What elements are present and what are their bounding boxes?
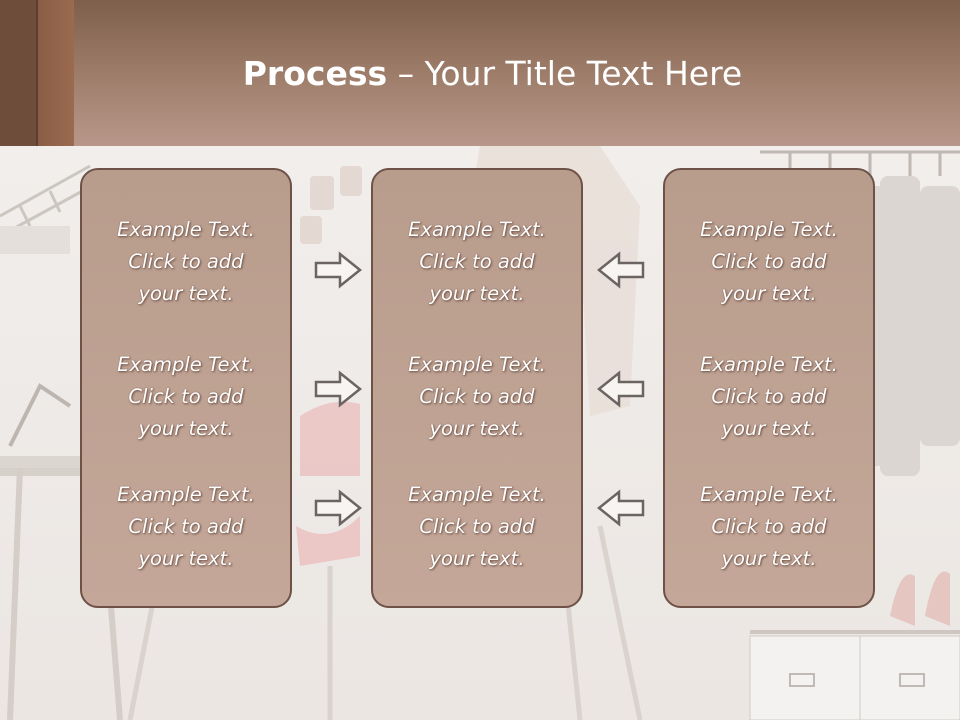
text-line: your text. [721,547,817,570]
text-line: Click to add [711,250,827,273]
panel-text-block[interactable]: Example Text. Click to add your text. [665,349,873,445]
text-line: Click to add [711,385,827,408]
text-line: your text. [721,417,817,440]
arrow-left-icon [596,370,645,408]
panel-text-block[interactable]: Example Text. Click to add your text. [373,479,581,575]
title-rest: Your Title Text Here [424,54,743,93]
text-line: Example Text. [408,353,546,376]
header-accent-stripe [0,0,74,146]
panel-text-block[interactable]: Example Text. Click to add your text. [665,214,873,310]
text-line: Example Text. [117,353,255,376]
text-line: Example Text. [700,218,838,241]
arrow-right-icon [314,370,363,408]
arrow-left-icon [596,251,645,289]
process-panel-left[interactable]: Example Text. Click to add your text. Ex… [80,168,292,608]
text-line: your text. [429,282,525,305]
text-line: Example Text. [700,483,838,506]
process-panel-center[interactable]: Example Text. Click to add your text. Ex… [371,168,583,608]
panel-text-block[interactable]: Example Text. Click to add your text. [665,479,873,575]
text-line: your text. [429,417,525,440]
text-line: Click to add [419,250,535,273]
text-line: Example Text. [408,483,546,506]
arrow-left-icon [596,489,645,527]
text-line: Example Text. [408,218,546,241]
panel-text-block[interactable]: Example Text. Click to add your text. [82,479,290,575]
text-line: your text. [138,282,234,305]
text-line: Click to add [128,515,244,538]
text-line: Click to add [711,515,827,538]
text-line: your text. [138,417,234,440]
text-line: Example Text. [117,483,255,506]
panel-text-block[interactable]: Example Text. Click to add your text. [82,349,290,445]
text-line: Click to add [128,250,244,273]
text-line: Example Text. [117,218,255,241]
text-line: your text. [138,547,234,570]
title-band [0,0,960,146]
text-line: your text. [429,547,525,570]
text-line: your text. [721,282,817,305]
panel-text-block[interactable]: Example Text. Click to add your text. [373,349,581,445]
title-bold: Process [242,54,388,93]
text-line: Click to add [419,515,535,538]
text-line: Example Text. [700,353,838,376]
title-dash: – [387,54,425,93]
text-line: Click to add [128,385,244,408]
process-panel-right[interactable]: Example Text. Click to add your text. Ex… [663,168,875,608]
panel-text-block[interactable]: Example Text. Click to add your text. [82,214,290,310]
text-line: Click to add [419,385,535,408]
arrow-right-icon [314,489,363,527]
arrow-right-icon [314,251,363,289]
slide-title[interactable]: Process – Your Title Text Here [0,52,960,96]
panel-text-block[interactable]: Example Text. Click to add your text. [373,214,581,310]
